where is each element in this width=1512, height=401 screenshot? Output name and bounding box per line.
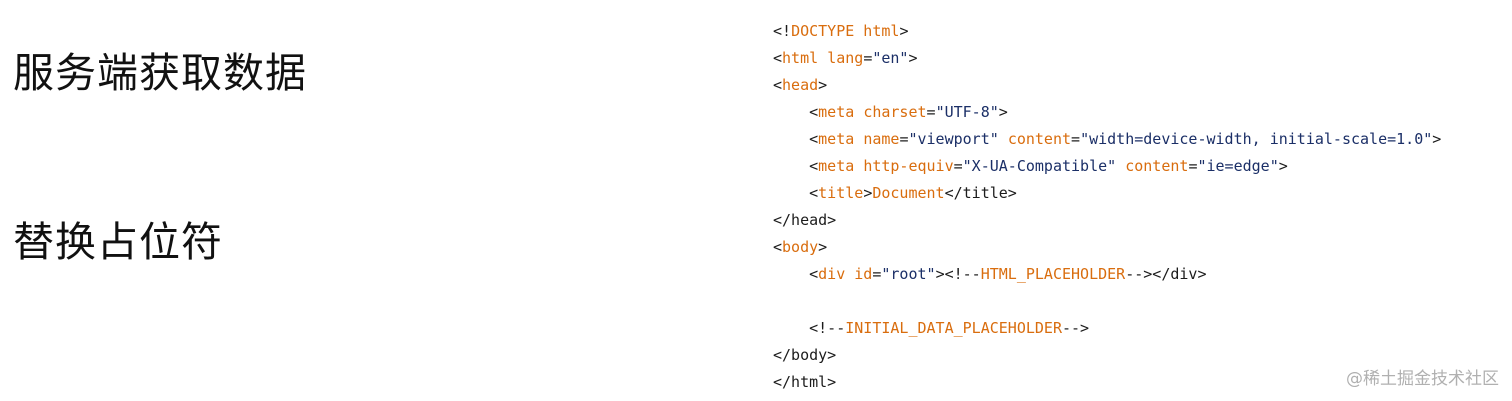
code-token: "en" xyxy=(872,49,909,67)
code-token: = xyxy=(899,130,909,148)
code-token: "UTF-8" xyxy=(935,103,999,121)
code-token: id xyxy=(854,265,873,283)
code-token xyxy=(1116,157,1125,175)
heading-fetch-data: 服务端获取数据 xyxy=(13,49,307,97)
code-token: name xyxy=(863,130,900,148)
code-token: title xyxy=(818,184,864,202)
code-line: <meta http-equiv="X-UA-Compatible" conte… xyxy=(773,153,1441,180)
code-token: --></div> xyxy=(1125,265,1207,283)
code-token xyxy=(854,103,863,121)
code-line: <meta name="viewport" content="width=dev… xyxy=(773,126,1441,153)
code-token: Document xyxy=(872,184,945,202)
code-line: <div id="root"><!--HTML_PLACEHOLDER--></… xyxy=(773,261,1441,288)
code-token: > xyxy=(818,238,828,256)
code-token: < xyxy=(809,130,819,148)
code-token: < xyxy=(809,157,819,175)
code-token: < xyxy=(773,238,783,256)
heading-replace-placeholder: 替换占位符 xyxy=(13,218,223,266)
code-token: < xyxy=(809,103,819,121)
code-line: <meta charset="UTF-8"> xyxy=(773,99,1441,126)
watermark: @稀土掘金技术社区 xyxy=(1346,369,1499,389)
code-token: < xyxy=(809,184,819,202)
code-token: DOCTYPE html xyxy=(791,22,900,40)
code-line: </body> xyxy=(773,342,1441,369)
code-token: "width=device-width, initial-scale=1.0" xyxy=(1080,130,1433,148)
code-token: = xyxy=(863,49,873,67)
code-token: > xyxy=(1278,157,1288,175)
code-line: <head> xyxy=(773,72,1441,99)
code-token: "viewport" xyxy=(908,130,999,148)
code-token xyxy=(845,265,854,283)
code-token: <! xyxy=(773,22,792,40)
code-line: <body> xyxy=(773,234,1441,261)
code-token: <!-- xyxy=(809,319,846,337)
code-line: <!DOCTYPE html> xyxy=(773,18,1441,45)
code-indent xyxy=(773,184,809,202)
code-token: content xyxy=(1007,130,1072,148)
code-token: </html> xyxy=(773,373,837,391)
code-token: > xyxy=(1432,130,1442,148)
code-line: <title>Document</title> xyxy=(773,180,1441,207)
code-token: < xyxy=(809,265,819,283)
code-token xyxy=(854,157,863,175)
code-token: HTML_PLACEHOLDER xyxy=(980,265,1126,283)
code-token: </body> xyxy=(773,346,837,364)
code-token: > xyxy=(863,184,873,202)
code-token: </head> xyxy=(773,211,837,229)
code-token: content xyxy=(1125,157,1189,175)
code-token: = xyxy=(926,103,936,121)
code-token: meta xyxy=(818,103,855,121)
code-token: = xyxy=(872,265,882,283)
code-token: INITIAL_DATA_PLACEHOLDER xyxy=(845,319,1062,337)
html-code-block: <!DOCTYPE html><html lang="en"><head> <m… xyxy=(773,18,1441,396)
code-token: head xyxy=(782,76,819,94)
code-indent xyxy=(773,265,809,283)
code-token: lang xyxy=(827,49,864,67)
code-token: = xyxy=(1071,130,1081,148)
code-token: --> xyxy=(1062,319,1090,337)
code-token: > xyxy=(908,49,918,67)
code-token: = xyxy=(1188,157,1198,175)
code-indent xyxy=(773,103,809,121)
code-token: body xyxy=(782,238,819,256)
code-token: meta xyxy=(818,157,855,175)
code-token: "X-UA-Compatible" xyxy=(962,157,1117,175)
code-token: < xyxy=(773,49,783,67)
code-token: div xyxy=(818,265,846,283)
code-line xyxy=(773,288,1441,315)
code-token: ><!-- xyxy=(935,265,981,283)
code-token xyxy=(999,130,1008,148)
code-token: > xyxy=(818,76,828,94)
code-token: = xyxy=(953,157,963,175)
code-token: > xyxy=(899,22,909,40)
code-token: </title> xyxy=(944,184,1017,202)
code-token: > xyxy=(998,103,1008,121)
code-token: http-equiv xyxy=(863,157,954,175)
code-line: <html lang="en"> xyxy=(773,45,1441,72)
code-token: html xyxy=(782,49,819,67)
code-indent xyxy=(773,157,809,175)
code-line: <!--INITIAL_DATA_PLACEHOLDER--> xyxy=(773,315,1441,342)
code-indent xyxy=(773,319,809,337)
code-token: charset xyxy=(863,103,927,121)
code-indent xyxy=(773,130,809,148)
code-token: < xyxy=(773,76,783,94)
code-token: "ie=edge" xyxy=(1197,157,1279,175)
code-line: </head> xyxy=(773,207,1441,234)
code-line: </html> xyxy=(773,369,1441,396)
code-token: meta xyxy=(818,130,855,148)
code-token xyxy=(854,130,863,148)
code-token xyxy=(818,49,827,67)
code-token: "root" xyxy=(881,265,936,283)
